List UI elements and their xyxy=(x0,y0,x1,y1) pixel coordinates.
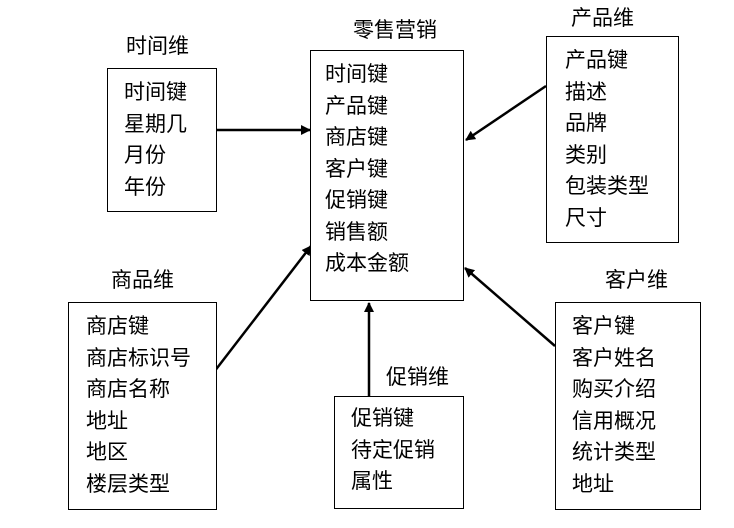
fact-attribute: 促销键 xyxy=(325,188,388,212)
product-attribute: 品牌 xyxy=(565,111,607,135)
fact-attribute: 销售额 xyxy=(325,219,388,244)
time-dimension-box: 时间键 星期几 月份 年份 xyxy=(107,68,217,212)
promotion-dimension-box: 促销键 待定促销 属性 xyxy=(334,396,464,509)
fact-attribute: 商店键 xyxy=(325,125,388,149)
store-attribute: 商店标识号 xyxy=(86,345,191,370)
time-attribute: 时间键 xyxy=(124,80,187,104)
store-attribute: 商店键 xyxy=(86,314,149,338)
product-attribute: 类别 xyxy=(565,142,607,167)
customer-attribute: 购买介绍 xyxy=(572,377,656,401)
time-attribute: 星期几 xyxy=(124,111,187,136)
fact-attribute: 客户键 xyxy=(325,156,388,181)
promotion-attribute: 待定促销 xyxy=(351,437,435,462)
customer-dimension-title: 客户维 xyxy=(605,268,668,292)
time-attribute: 年份 xyxy=(124,174,166,199)
store-dimension-title: 商品维 xyxy=(111,268,174,292)
fact-attribute: 产品键 xyxy=(325,93,388,118)
store-attribute: 商店名称 xyxy=(86,377,170,401)
customer-attribute: 信用概况 xyxy=(572,408,656,433)
customer-attribute: 统计类型 xyxy=(572,440,656,464)
promotion-attribute: 促销键 xyxy=(351,406,414,430)
customer-attribute: 客户姓名 xyxy=(572,345,656,370)
time-attribute: 月份 xyxy=(124,143,166,167)
arrow-customer-to-fact xyxy=(464,267,556,347)
fact-attribute: 成本金额 xyxy=(325,251,409,275)
fact-table-box: 时间键 产品键 商店键 客户键 促销键 销售额 成本金额 xyxy=(310,50,464,301)
product-attribute: 产品键 xyxy=(565,48,628,72)
store-attribute: 地址 xyxy=(86,408,128,433)
product-attribute: 包装类型 xyxy=(565,174,649,198)
product-dimension-title: 产品维 xyxy=(571,6,634,30)
promotion-attribute: 属性 xyxy=(351,469,393,493)
customer-dimension-box: 客户键 客户姓名 购买介绍 信用概况 统计类型 地址 xyxy=(555,302,701,510)
store-dimension-box: 商店键 商店标识号 商店名称 地址 地区 楼层类型 xyxy=(68,302,217,510)
product-attribute: 描述 xyxy=(565,79,607,104)
arrow-product-to-fact xyxy=(465,84,547,142)
fact-attribute: 时间键 xyxy=(325,62,388,86)
customer-attribute: 客户键 xyxy=(572,314,635,338)
arrow-store-to-fact xyxy=(213,245,312,373)
product-attribute: 尺寸 xyxy=(565,205,607,230)
fact-title: 零售营销 xyxy=(353,18,437,42)
product-dimension-box: 产品键 描述 品牌 类别 包装类型 尺寸 xyxy=(546,36,679,243)
store-attribute: 楼层类型 xyxy=(86,471,170,496)
promotion-dimension-title: 促销维 xyxy=(386,365,449,389)
time-dimension-title: 时间维 xyxy=(126,34,189,58)
store-attribute: 地区 xyxy=(86,440,128,464)
customer-attribute: 地址 xyxy=(572,471,614,496)
